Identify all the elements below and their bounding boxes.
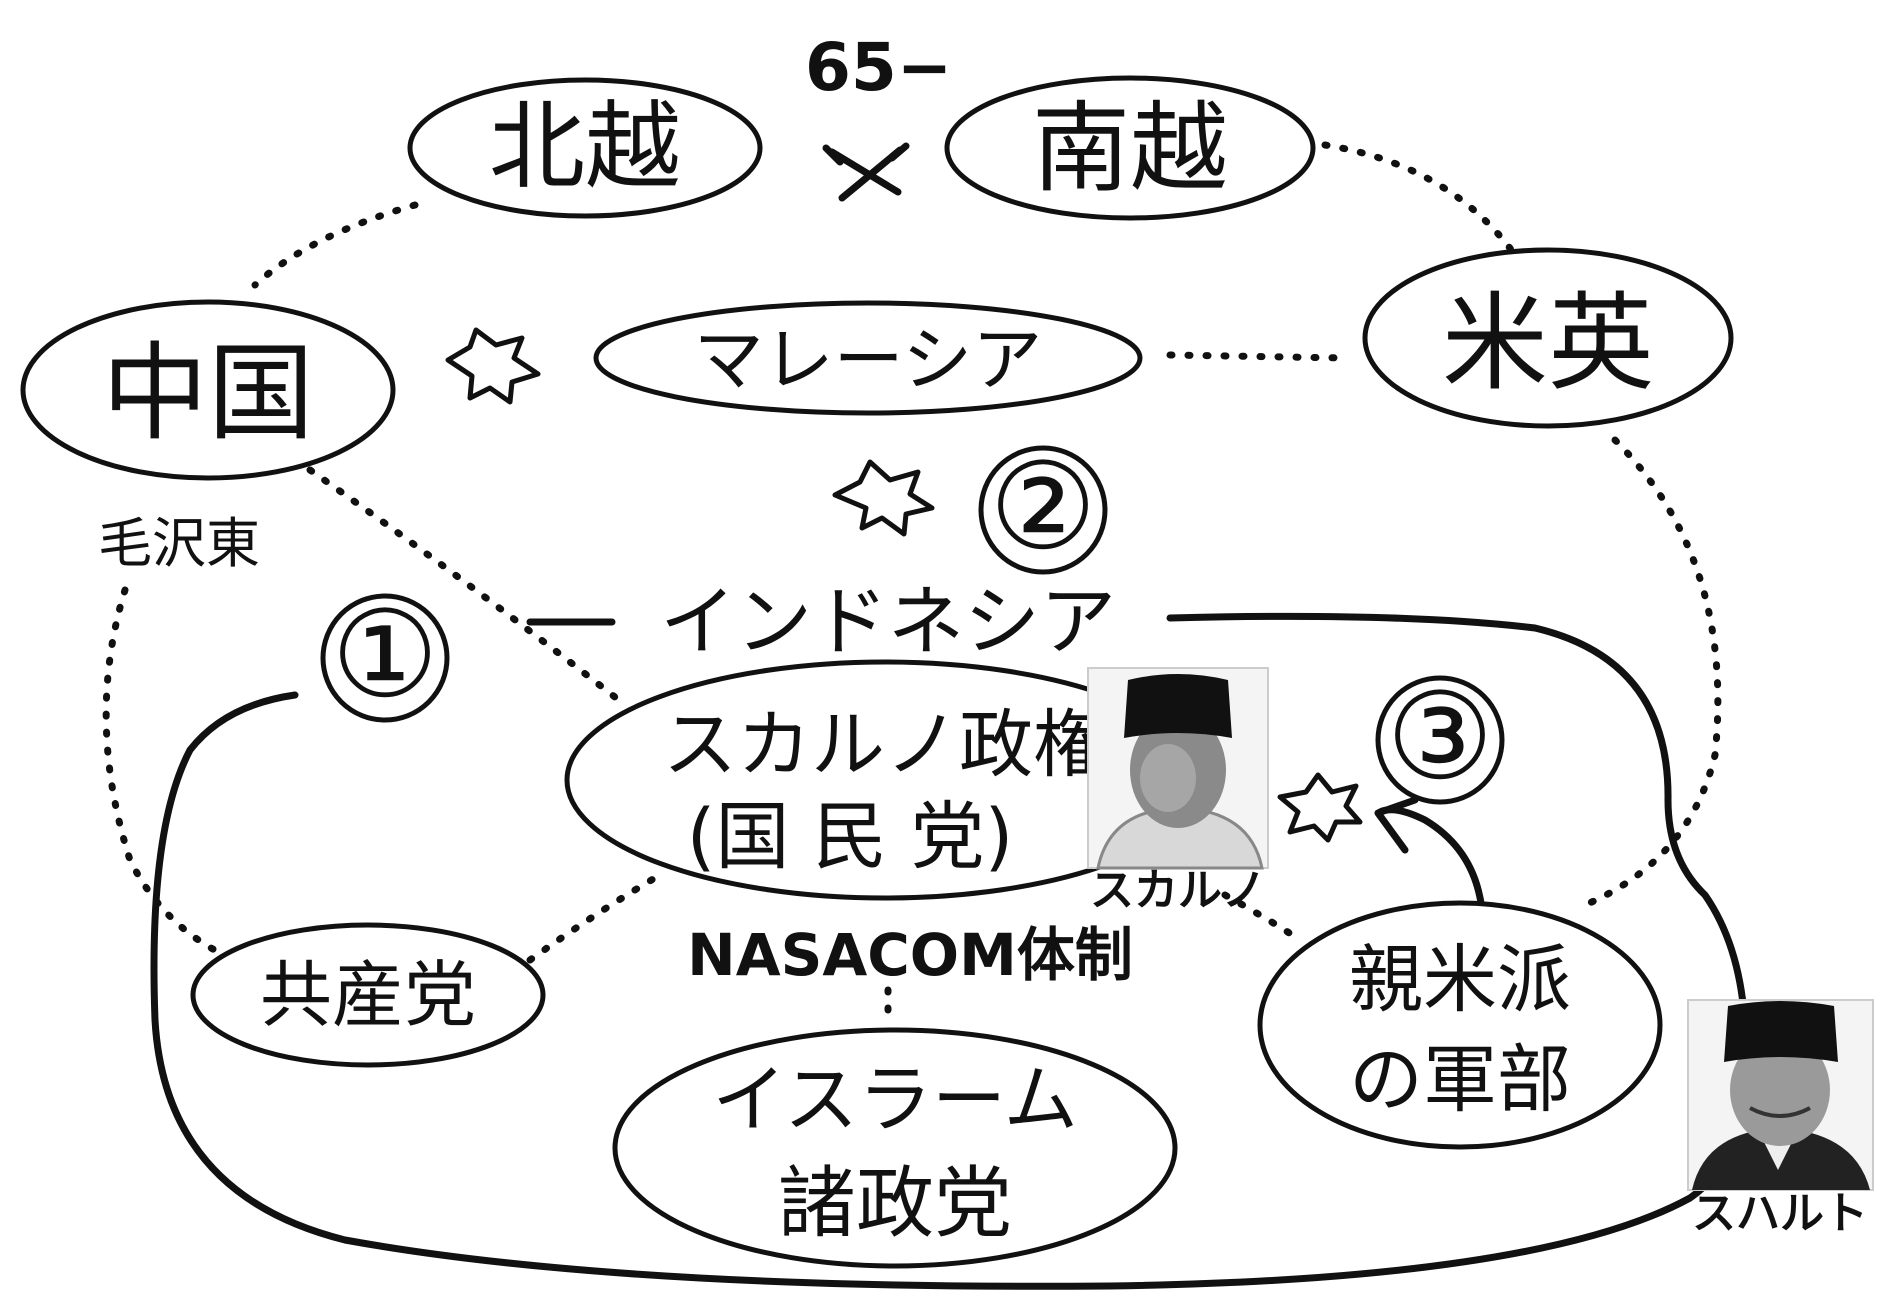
pro-us-military-label-line2: の軍部 bbox=[1349, 1037, 1571, 1123]
dotted-line-southviet-usuk bbox=[1321, 141, 1519, 259]
dotted-line-usuk-military bbox=[1581, 436, 1722, 909]
mao-label: 毛沢東 bbox=[98, 512, 260, 575]
dotted-line-malaysia-usuk bbox=[1166, 351, 1349, 362]
suharto-caption: スハルト bbox=[1692, 1188, 1868, 1239]
military-arrow-line bbox=[1376, 806, 1486, 914]
marker-1-label: ① bbox=[331, 586, 439, 725]
suharto-portrait bbox=[1687, 999, 1874, 1191]
dotted-line-communist-sukarno bbox=[526, 871, 664, 964]
conflict-burst-icon-malaysia-indonesia bbox=[832, 459, 935, 537]
pro-us-military-oval bbox=[1257, 900, 1663, 1150]
indonesia-label: インドネシア bbox=[660, 577, 1116, 666]
marker-2-label: ② bbox=[989, 438, 1097, 577]
dotted-line-northviet-china bbox=[251, 201, 419, 289]
marker-3-label: ③ bbox=[1386, 668, 1494, 807]
war-crossed-swords-icon bbox=[822, 142, 910, 202]
china-oval bbox=[20, 299, 396, 481]
islamic-parties-label-line2: 諸政党 bbox=[778, 1159, 1012, 1249]
south-vietnam-label: 南越 bbox=[1032, 92, 1228, 206]
communist-party-oval bbox=[190, 922, 546, 1068]
marker-2: ② bbox=[978, 438, 1108, 577]
indonesia-boundary-line bbox=[150, 612, 1749, 1290]
sukarno-portrait bbox=[1087, 667, 1269, 870]
conflict-burst-icon-china-malaysia bbox=[445, 327, 541, 405]
north-vietnam-oval bbox=[407, 77, 763, 219]
sukarno-regime-label: スカルノ政権 bbox=[663, 702, 1107, 788]
us-uk-oval bbox=[1362, 247, 1734, 429]
malaysia-oval bbox=[593, 300, 1143, 416]
dotted-line-mao-communist bbox=[102, 586, 239, 964]
pni-label: (国 民 党) bbox=[687, 794, 1014, 880]
islamic-parties-oval bbox=[612, 1027, 1178, 1269]
malaysia-label: マレーシア bbox=[694, 319, 1043, 401]
marker-3: ③ bbox=[1375, 668, 1505, 807]
us-uk-label: 米英 bbox=[1442, 282, 1654, 405]
china-label: 中国 bbox=[102, 332, 314, 455]
conflict-burst-icon-sukarno-military bbox=[1277, 772, 1363, 843]
south-vietnam-oval bbox=[944, 75, 1316, 221]
military-arrow-head bbox=[1374, 796, 1419, 854]
communist-party-label: 共産党 bbox=[260, 953, 476, 1037]
dotted-relations bbox=[102, 141, 1722, 1019]
marker-1: ① bbox=[320, 586, 450, 725]
sukarno-caption: スカルノ bbox=[1090, 865, 1266, 916]
year-label: 65− bbox=[805, 29, 952, 106]
nasacom-label: NASACOM体制 bbox=[687, 921, 1133, 989]
pro-us-military-label-line1: 親米派 bbox=[1349, 937, 1571, 1023]
north-vietnam-label: 北越 bbox=[489, 91, 681, 203]
islamic-parties-label-line1: イスラーム bbox=[712, 1057, 1078, 1143]
